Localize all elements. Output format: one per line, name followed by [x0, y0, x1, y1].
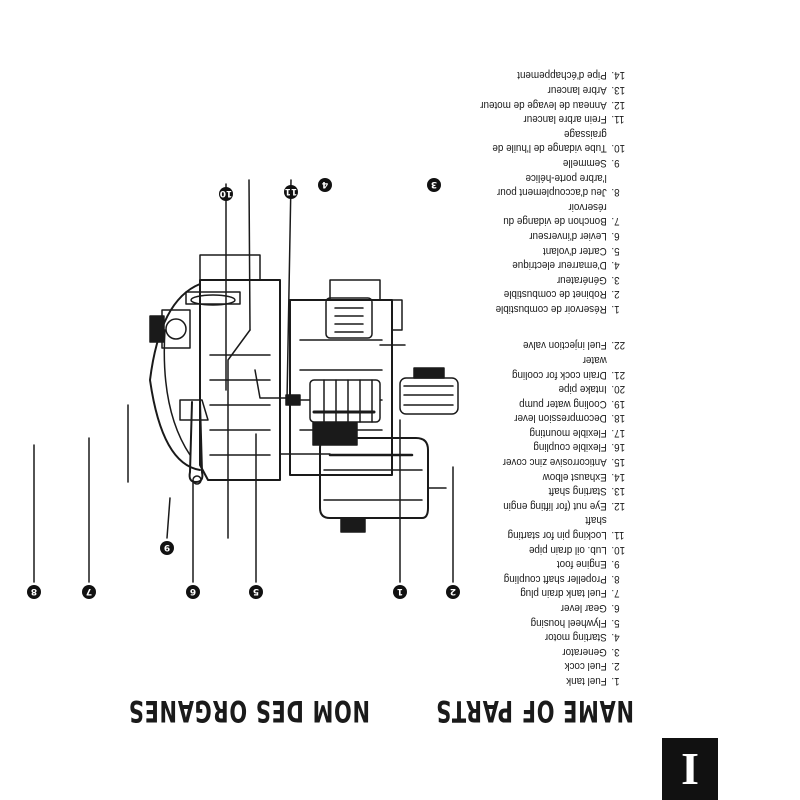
generator: [399, 367, 459, 415]
callout-circle: [82, 585, 96, 599]
callout-label: 4: [322, 179, 328, 189]
callout-label: 6: [190, 586, 196, 596]
callout-circle: [427, 178, 441, 192]
callout-circle: [219, 187, 233, 201]
callout-circle: [186, 585, 200, 599]
fuel-tank: [319, 437, 447, 533]
pipes-and-levers: [127, 344, 406, 483]
callout-markers: 1 2 3 4 5 6 7 8 9 10 11: [27, 178, 460, 599]
callout-circle: [446, 585, 460, 599]
callout-label: 9: [164, 542, 170, 552]
starting-motor: [309, 379, 381, 446]
callout-label: 5: [253, 586, 259, 596]
leader-lines: [33, 179, 454, 583]
callout-label: 10: [220, 188, 233, 198]
callout-label: 8: [31, 586, 37, 596]
flywheel-housing: [149, 283, 201, 471]
callout-circle: [393, 585, 407, 599]
propeller-coupling: [149, 291, 241, 349]
gear-lever: [179, 399, 209, 485]
callout-label: 2: [450, 586, 456, 596]
callout-label: 3: [431, 179, 437, 189]
callout-label: 7: [86, 586, 92, 596]
callout-circle: [284, 185, 298, 199]
cylinder-head: [199, 254, 281, 481]
callout-label: 11: [285, 186, 298, 196]
callout-circle: [249, 585, 263, 599]
callout-label: 1: [397, 586, 403, 596]
callout-circle: [318, 178, 332, 192]
callout-circle: [160, 541, 174, 555]
callout-circle: [27, 585, 41, 599]
